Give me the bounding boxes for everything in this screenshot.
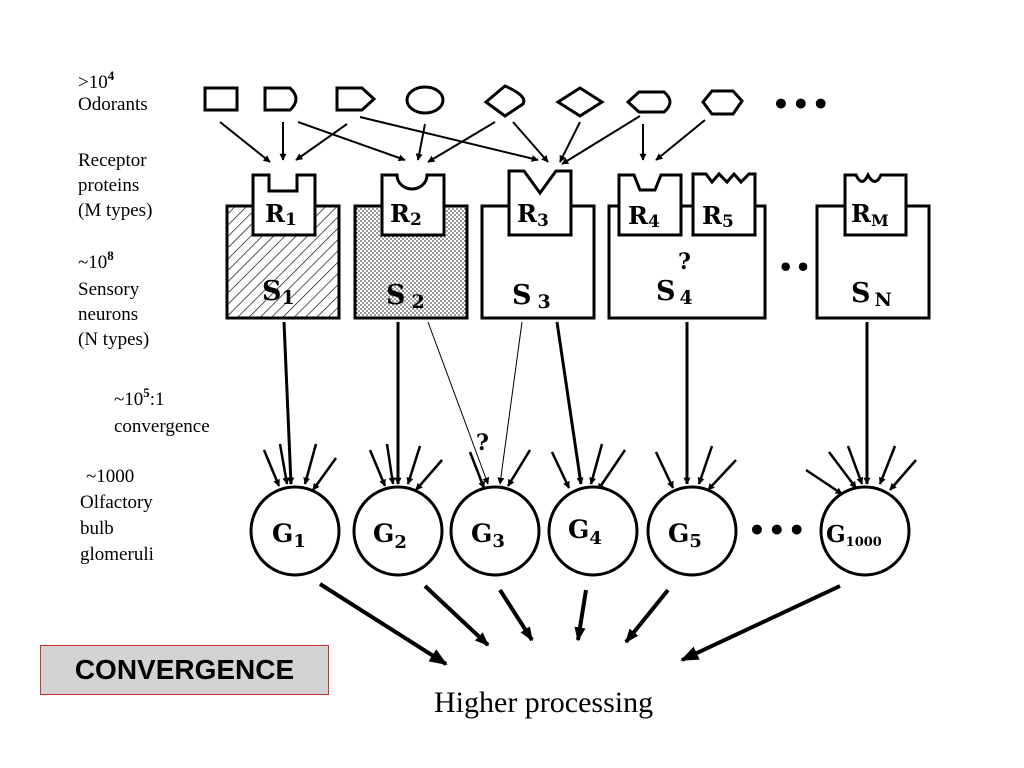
glomerulus-5 <box>646 485 738 577</box>
odorant-shapes <box>203 84 744 118</box>
glomeruli-label-2: bulb <box>80 518 114 539</box>
glomeruli-labels: G1 G2 G3 G4 G5 G1000 <box>272 515 882 553</box>
receptor-label-rm: RM <box>851 199 889 230</box>
unknown-mark-neuron: ? <box>678 249 691 275</box>
neuron-glomerulus-projections <box>282 321 871 485</box>
neuron-boxes <box>225 204 931 320</box>
receptor-labels: R1 R2 R3 R4 R5 RM <box>265 199 889 232</box>
convergence-word: convergence <box>114 416 210 437</box>
glomerulus-label-g2: G2 <box>373 519 407 553</box>
glomeruli-count: ~1000 <box>86 466 134 487</box>
higher-processing-label: Higher processing <box>434 686 653 719</box>
glomerulus-label-g4: G4 <box>568 515 602 549</box>
receptor-shapes <box>251 169 908 237</box>
unknown-mark-projection: ? <box>476 430 489 456</box>
neuron-label-s1: S1 <box>262 276 295 309</box>
receptor-3 <box>507 169 573 237</box>
odorant-ellipsis: ••• <box>772 88 832 121</box>
glomerulus-label-g3: G3 <box>471 519 505 552</box>
odorant-hexagon <box>701 89 744 116</box>
left-labels: >104 Odorants Receptor proteins (M types… <box>78 68 210 565</box>
glomerulus-1000 <box>819 485 911 577</box>
output-arrows <box>318 582 841 666</box>
receptor-2 <box>380 173 446 237</box>
odorant-hexagon-point <box>625 90 672 114</box>
receptor-label-r1: R1 <box>265 199 297 230</box>
glomerulus-1 <box>249 485 341 577</box>
glomerulus-3 <box>449 485 541 577</box>
receptor-label-r2: R2 <box>390 199 422 230</box>
glomeruli-circles <box>249 485 911 577</box>
odorant-diamond-round <box>483 84 526 118</box>
glomeruli-ellipsis: ••• <box>748 514 808 547</box>
glomerulus-input-arrows <box>262 443 917 496</box>
receptor-4 <box>617 173 683 237</box>
glomeruli-label-3: glomeruli <box>80 544 154 565</box>
receptor-label-r3: R3 <box>517 199 549 231</box>
glomerulus-4 <box>547 485 639 577</box>
odorant-square <box>203 86 239 112</box>
receptor-label-1: Receptor <box>78 150 147 171</box>
odorant-pentagon-right <box>263 86 298 112</box>
glomerulus-label-g5: G5 <box>668 519 702 552</box>
convergence-badge: CONVERGENCE <box>40 645 329 695</box>
receptor-5 <box>691 171 757 237</box>
odorants-label: Odorants <box>78 94 148 115</box>
odorant-pentagon-point <box>335 86 377 112</box>
glomerulus-label-g1000: G1000 <box>826 521 882 550</box>
neuron-label-1: Sensory <box>78 279 140 300</box>
receptor-label-2: proteins <box>78 175 139 196</box>
odorant-receptor-arrows <box>219 115 706 165</box>
glomerulus-2 <box>352 485 444 577</box>
receptor-1 <box>251 173 317 237</box>
neuron-ellipsis: •• <box>778 253 813 282</box>
odorant-circle <box>405 85 445 115</box>
receptor-label-r5: R5 <box>702 201 734 232</box>
neuron-count: ~108 <box>78 248 114 273</box>
receptor-m <box>843 171 908 237</box>
glomerulus-label-g1: G1 <box>272 519 306 552</box>
neuron-label-3: (N types) <box>78 329 149 350</box>
odorant-count: >104 <box>78 68 115 93</box>
odorant-diamond <box>555 86 605 118</box>
convergence-ratio: ~105:1 <box>114 385 165 410</box>
glomeruli-label-1: Olfactory <box>80 492 153 513</box>
neuron-label-2: neurons <box>78 304 138 325</box>
receptor-label-r4: R4 <box>628 201 660 232</box>
receptor-label-3: (M types) <box>78 200 152 221</box>
